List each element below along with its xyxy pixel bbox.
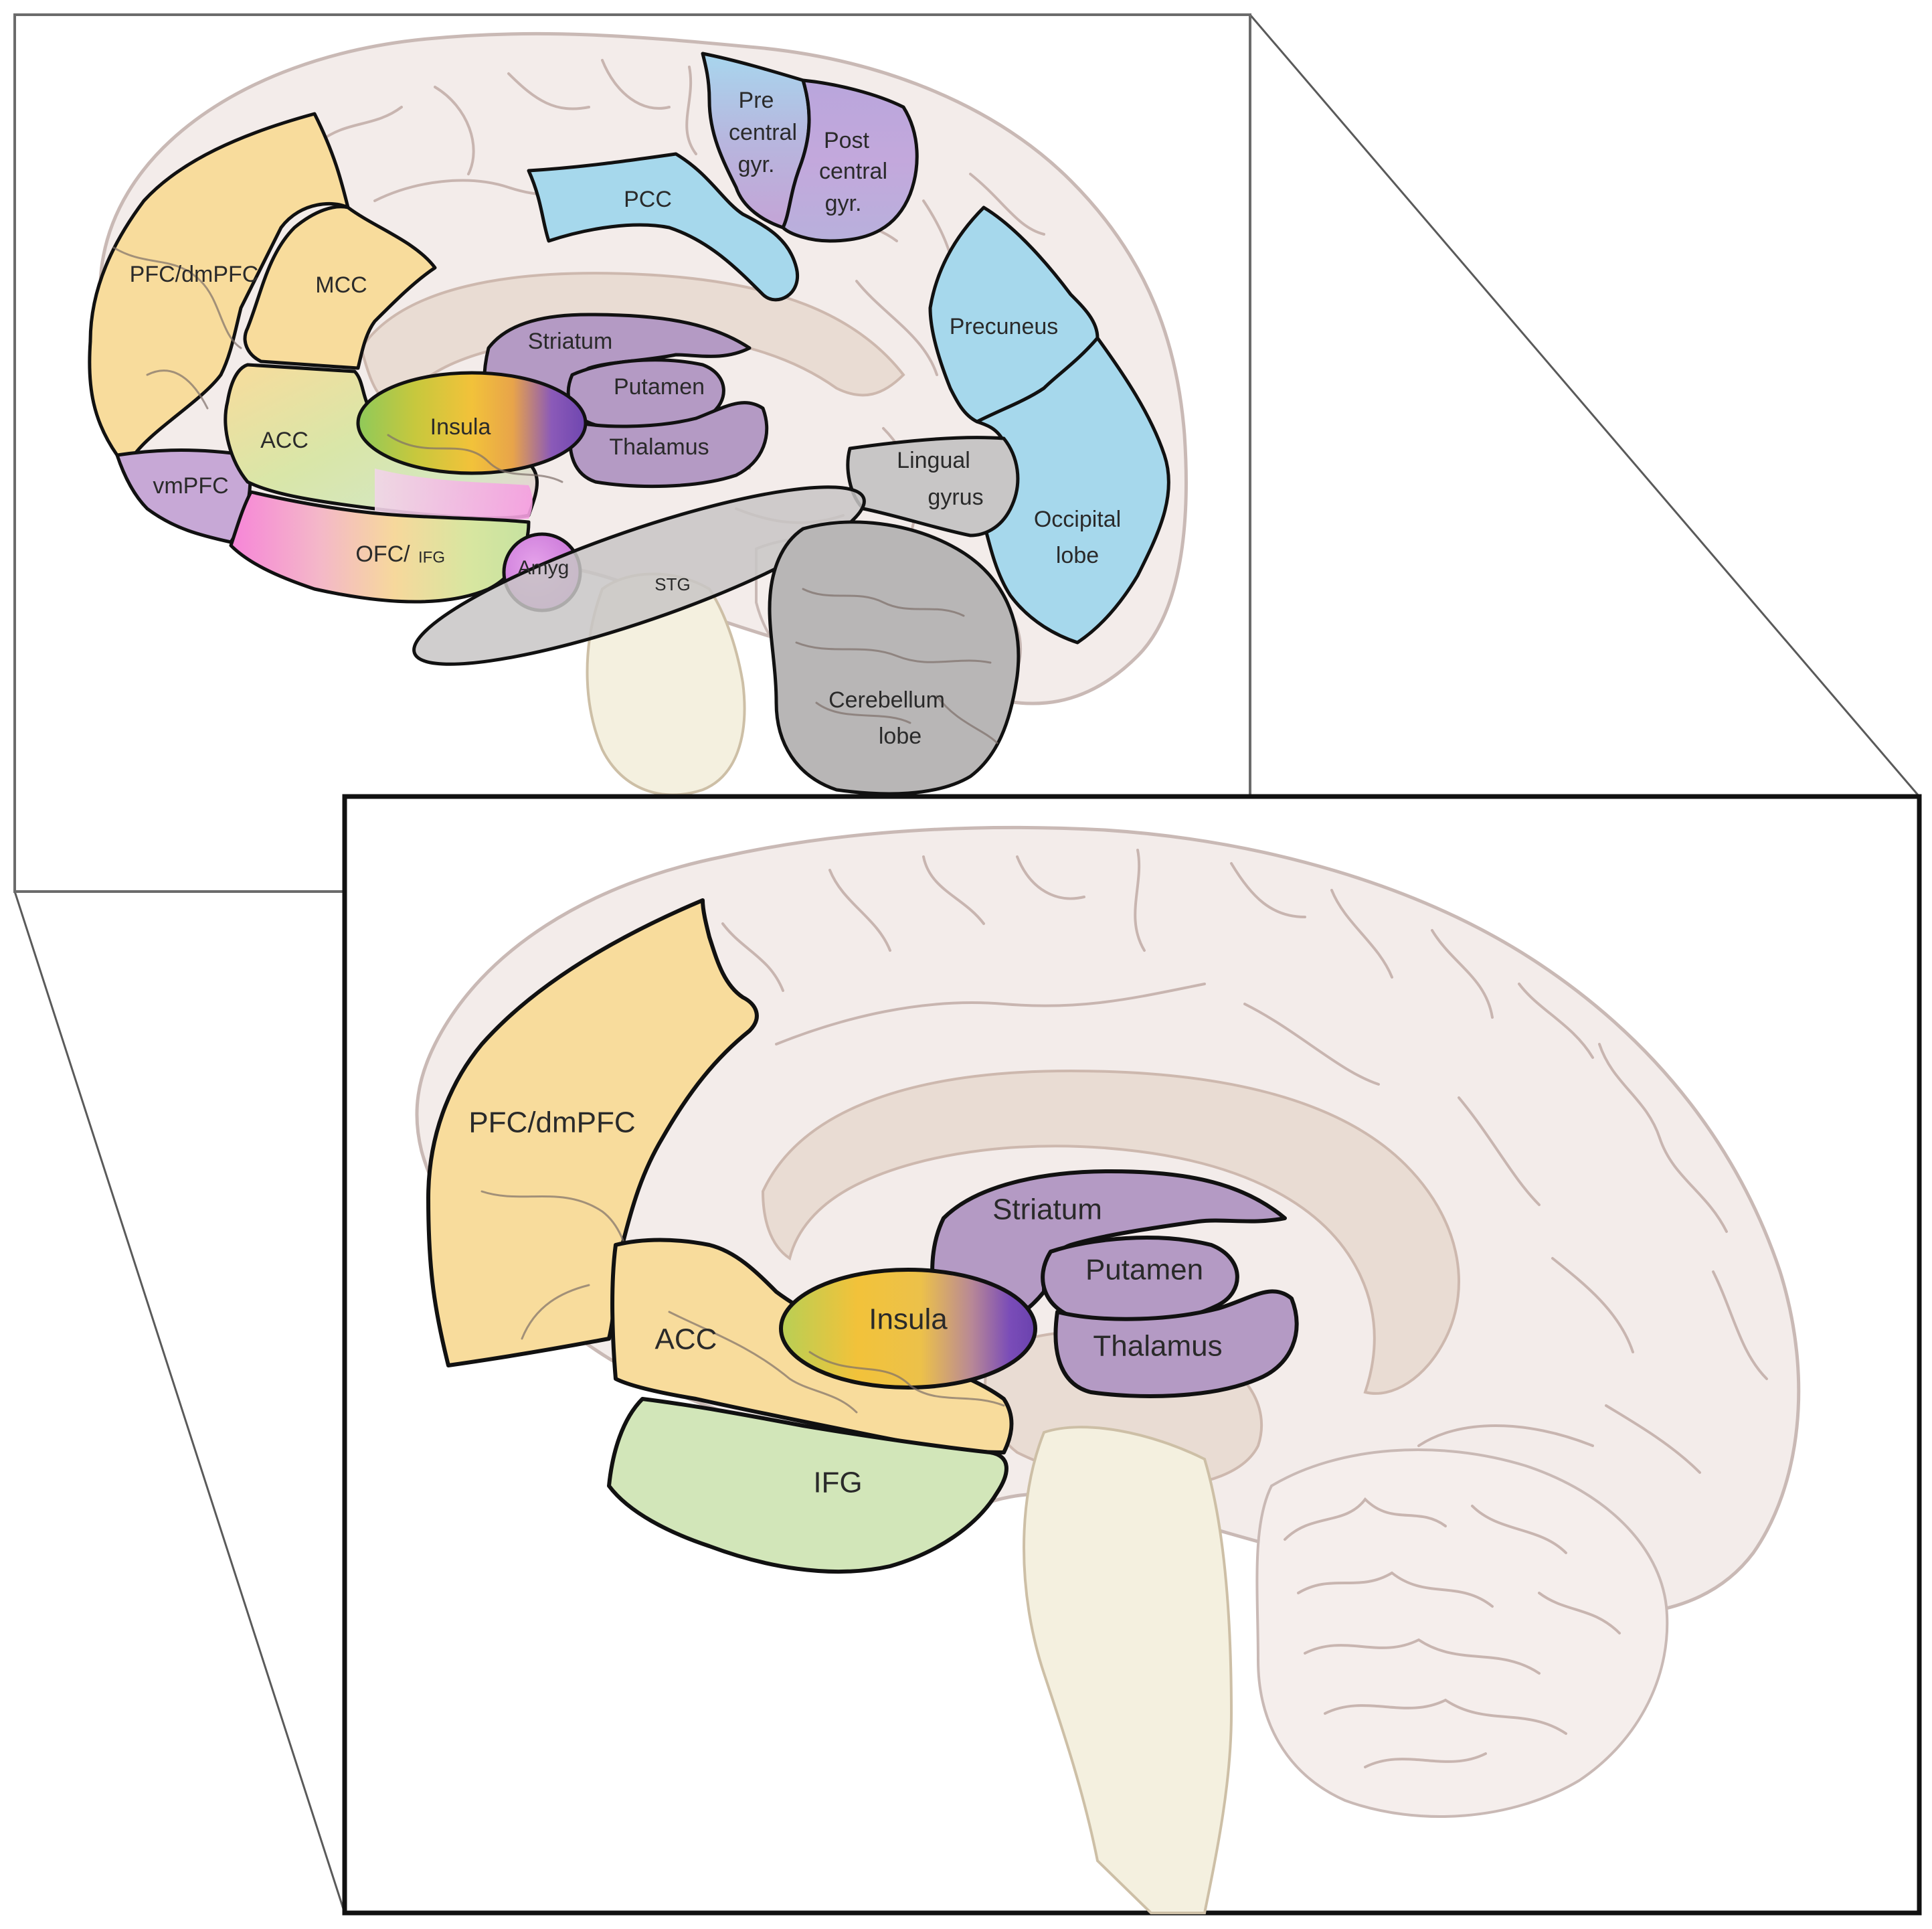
bottom-label-putamen: Putamen — [1085, 1254, 1203, 1286]
bottom-cerebellum — [1255, 1448, 1669, 1818]
top-corpus-callosum — [359, 272, 905, 403]
top-label-vmpfc: vmPFC — [153, 473, 228, 499]
bottom-labels: PFC/dmPFC Striatum Putamen Insula ACC Th… — [468, 1106, 1222, 1499]
top-label-mcc: MCC — [315, 272, 367, 298]
bottom-label-thalamus: Thalamus — [1093, 1330, 1222, 1363]
bottom-region-putamen — [1041, 1236, 1239, 1327]
bottom-brainstem — [1023, 1426, 1233, 1914]
top-label-thalamus: Thalamus — [609, 434, 709, 460]
top-label-ofc: OFC/ — [355, 541, 410, 567]
top-region-occipital — [975, 336, 1170, 645]
bottom-region-ifg — [607, 1397, 1008, 1574]
bottom-label-striatum: Striatum — [992, 1193, 1102, 1226]
bottom-cerebellum-folia — [1284, 1497, 1621, 1768]
top-region-stg — [412, 485, 866, 666]
top-labels: Pre central gyr. Post central gyr. PCC P… — [130, 88, 1122, 749]
top-label-cerebellum-1: Cerebellum — [828, 687, 945, 713]
top-label-precentral-2: central — [729, 120, 797, 145]
bottom-corpus-callosum — [761, 1069, 1460, 1395]
top-label-precentral-3: gyr. — [738, 152, 775, 177]
top-label-insula: Insula — [430, 414, 491, 440]
top-region-pcc — [527, 152, 800, 302]
top-label-ifg-small: IFG — [418, 548, 445, 566]
top-label-striatum: Striatum — [528, 329, 613, 354]
top-acc-pink-band — [375, 469, 533, 520]
top-label-precentral-1: Pre — [739, 88, 774, 113]
top-label-occipital-1: Occipital — [1034, 507, 1121, 532]
top-label-occipital-2: lobe — [1056, 543, 1099, 568]
top-label-lingual-1: Lingual — [897, 448, 970, 473]
top-label-postcentral-3: gyr. — [825, 191, 862, 216]
top-region-cerebellum — [768, 520, 1021, 796]
top-label-lingual-2: gyrus — [928, 485, 983, 510]
top-label-stg: STG — [654, 574, 690, 594]
bottom-label-acc: ACC — [655, 1323, 717, 1356]
top-label-pcc: PCC — [624, 187, 672, 212]
top-label-amyg: Amyg — [518, 557, 569, 579]
bottom-panel: PFC/dmPFC Striatum Putamen Insula ACC Th… — [342, 794, 1922, 1916]
top-cerebellum-folia — [795, 588, 998, 744]
top-region-postcentral — [781, 78, 919, 243]
bottom-label-pfc-dmpfc: PFC/dmPFC — [468, 1106, 635, 1139]
top-label-putamen: Putamen — [614, 374, 705, 400]
bottom-region-thalamus — [1053, 1289, 1299, 1398]
top-label-cerebellum-2: lobe — [879, 724, 921, 749]
top-label-acc: ACC — [260, 428, 309, 453]
bottom-region-pfc-dmpfc — [426, 898, 759, 1367]
top-label-postcentral-1: Post — [824, 128, 870, 153]
bottom-label-ifg: IFG — [813, 1466, 862, 1499]
top-region-thalamus — [568, 401, 769, 489]
bottom-label-insula: Insula — [869, 1303, 948, 1336]
bottom-region-insula — [779, 1268, 1037, 1390]
top-label-postcentral-2: central — [819, 159, 887, 184]
top-label-pfc-dmpfc: PFC/dmPFC — [130, 262, 259, 287]
top-region-mcc — [243, 205, 437, 370]
top-label-precuneus: Precuneus — [950, 314, 1059, 339]
top-region-insula — [356, 371, 588, 475]
top-region-pfc-dmpfc — [88, 112, 350, 457]
top-panel: Pre central gyr. Post central gyr. PCC P… — [13, 13, 1251, 893]
